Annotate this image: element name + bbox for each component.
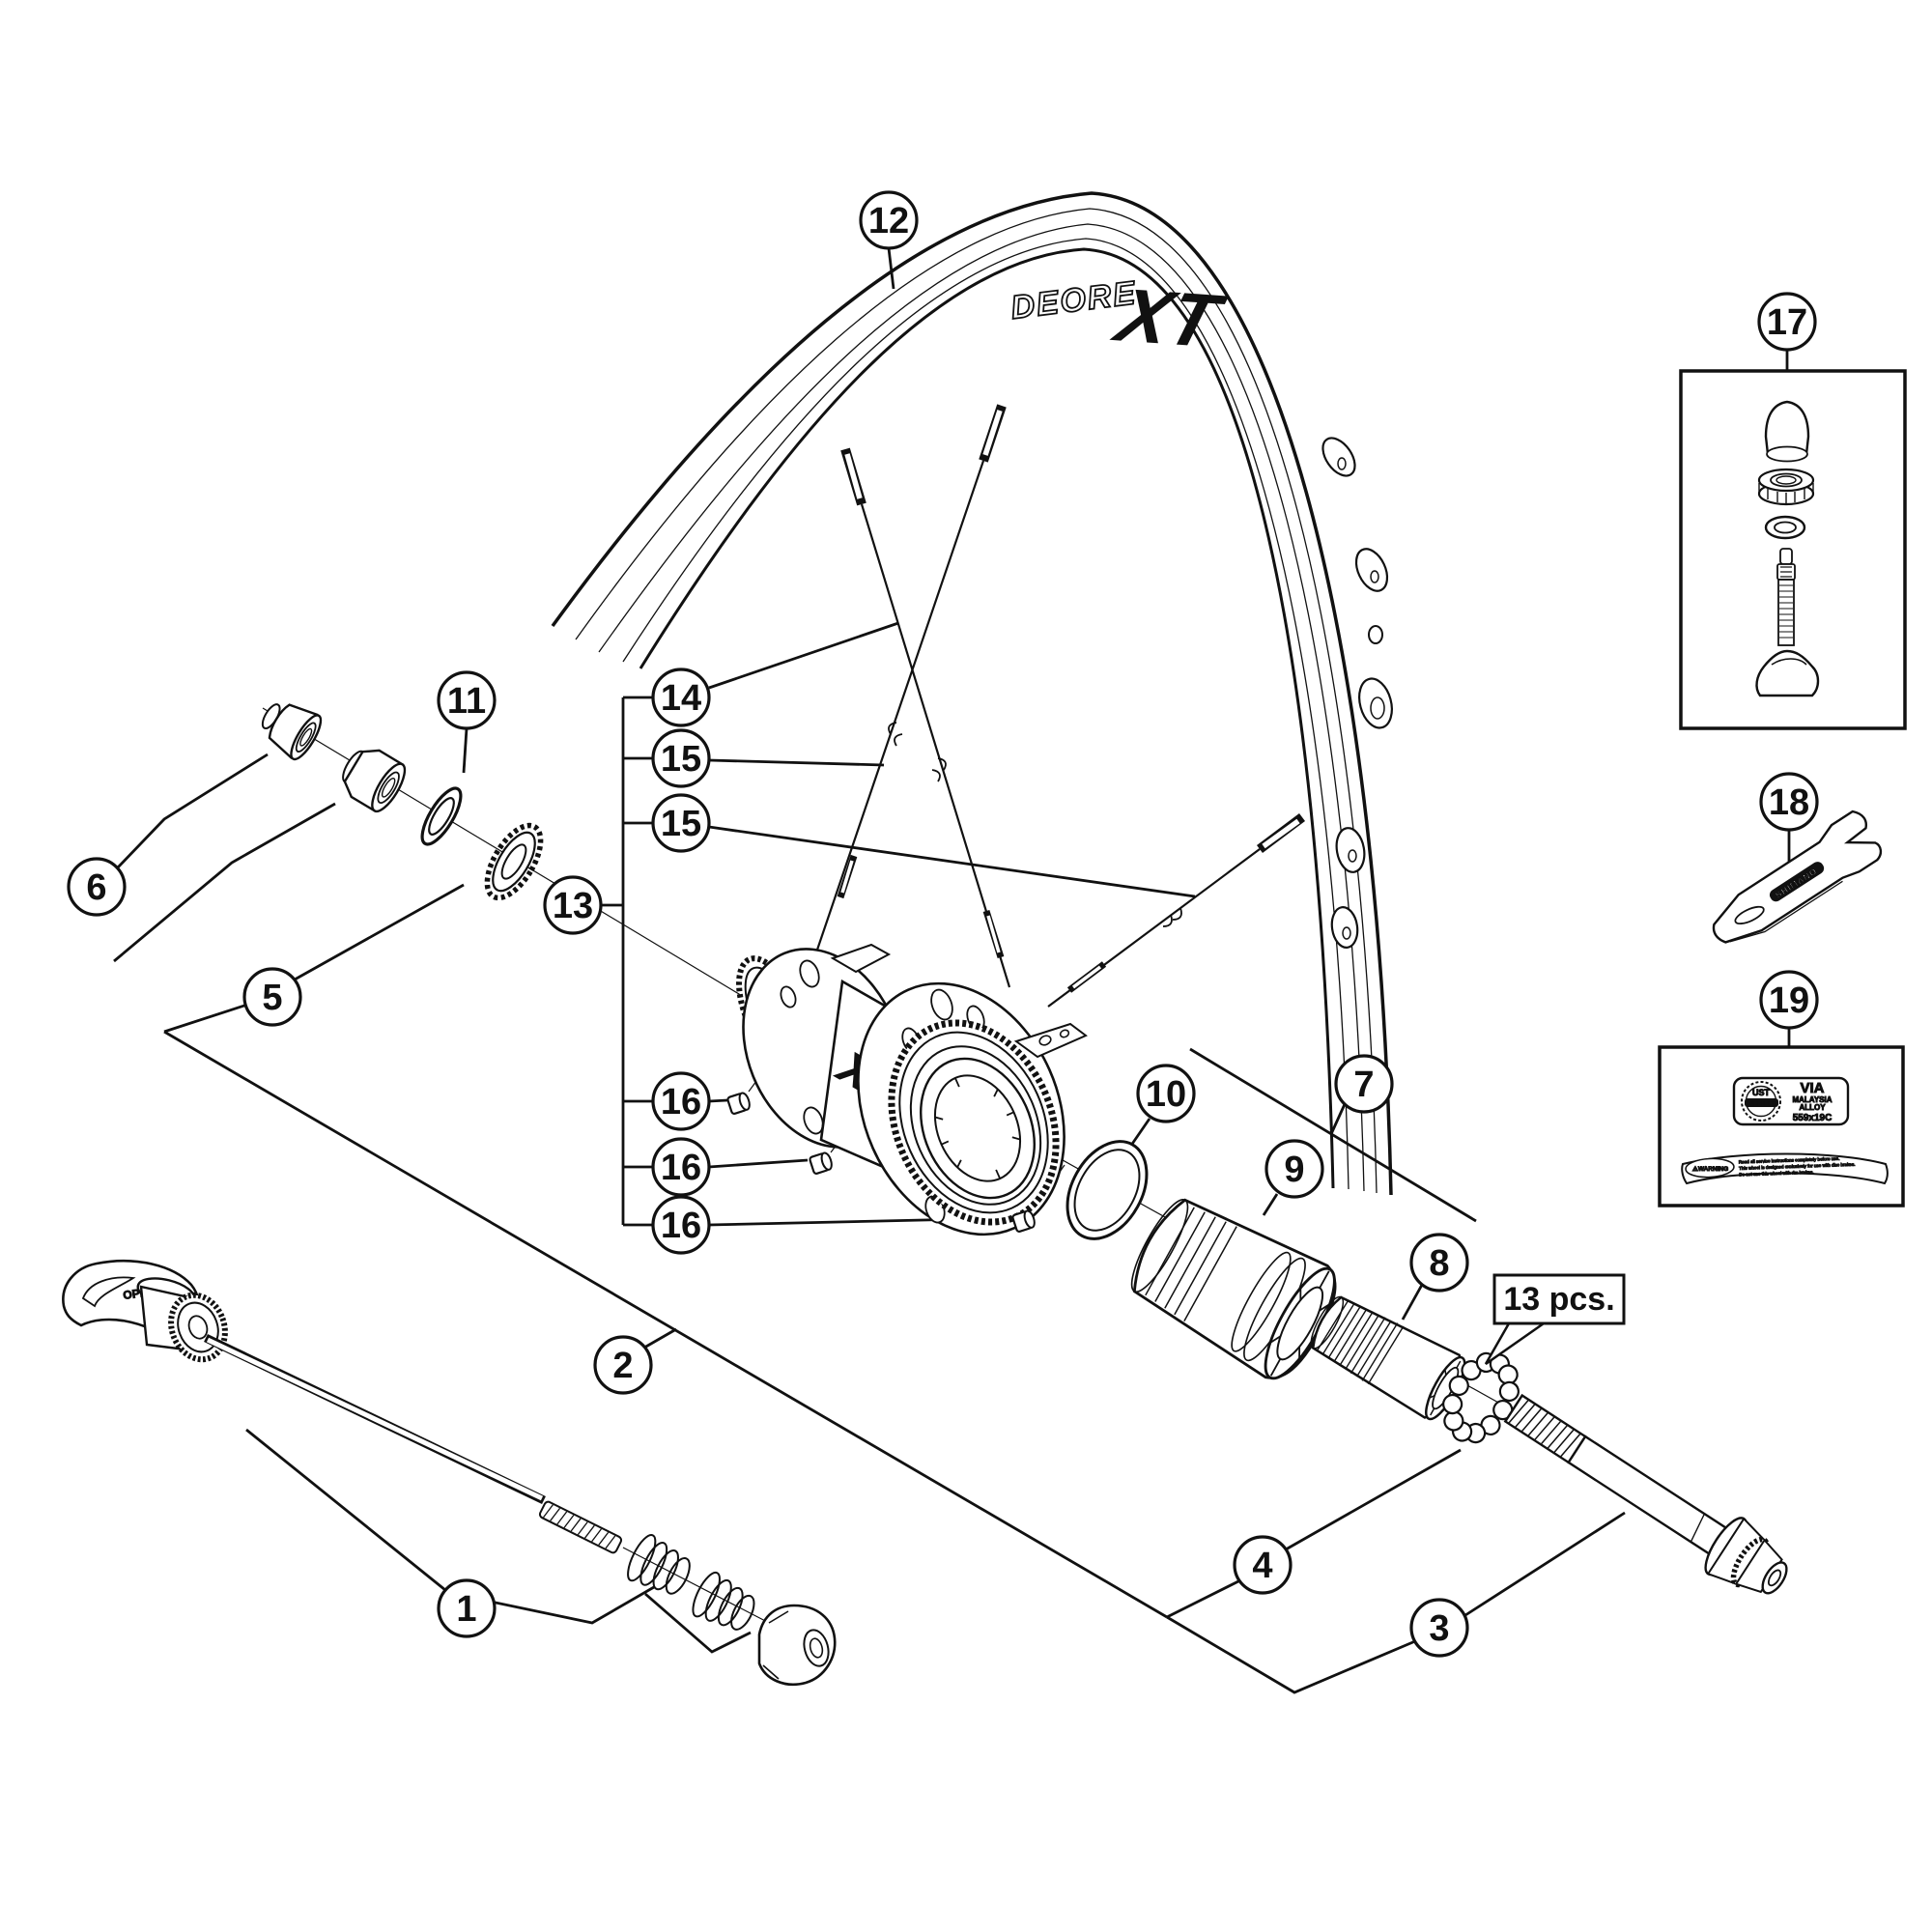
rim-spoke-eyelets: [1321, 437, 1393, 949]
warning-title: ⚠WARNING: [1692, 1165, 1728, 1173]
callout-1: 1: [437, 1578, 497, 1638]
callout-8-label: 8: [1429, 1243, 1449, 1284]
freehub-body: [1130, 1198, 1337, 1380]
callout-1-label: 1: [456, 1589, 476, 1630]
callout-15b: 15: [651, 793, 711, 853]
ust-sticker: UST TUBELESS VIA MALAYSIA ALLOY 559x19C: [1732, 1076, 1850, 1126]
hub-plug-16c: [1011, 1209, 1036, 1233]
callout-16b: 16: [651, 1137, 711, 1197]
callout-5-label: 5: [262, 978, 282, 1018]
callout-16c-label: 16: [661, 1206, 701, 1246]
callout-14-label: 14: [661, 678, 701, 719]
callout-13-label: 13: [553, 886, 593, 926]
cone: [342, 749, 407, 813]
callout-4-label: 4: [1252, 1546, 1272, 1586]
callout-16c: 16: [651, 1195, 711, 1255]
callout-13: 13: [543, 875, 603, 935]
bearing-retainer: [484, 822, 544, 901]
callout-6-label: 6: [86, 867, 106, 908]
pcs-note: 13 pcs.: [1484, 1273, 1626, 1366]
rim-arc: DEORE XT: [551, 191, 1393, 1196]
sticker-material: ALLOY: [1799, 1103, 1826, 1112]
dust-seal: [420, 786, 463, 846]
callout-7: 7: [1334, 1054, 1394, 1114]
valve-box: [1679, 369, 1907, 730]
ball-bearing-ring: [1442, 1351, 1520, 1444]
callout-17: 17: [1757, 292, 1817, 352]
sticker-size: 559x19C: [1793, 1113, 1833, 1123]
callout-12: 12: [859, 190, 919, 250]
callout-8: 8: [1409, 1233, 1469, 1293]
ust-logo-top: UST: [1752, 1088, 1771, 1097]
callout-2-label: 2: [612, 1346, 633, 1386]
hub-assembly: DEORE XT: [726, 943, 1088, 1236]
callout-6: 6: [67, 857, 127, 917]
callout-15b-label: 15: [661, 804, 701, 844]
sticker-box: UST TUBELESS VIA MALAYSIA ALLOY 559x19C …: [1658, 1045, 1905, 1208]
callout-9-label: 9: [1284, 1150, 1304, 1190]
callout-16a: 16: [651, 1071, 711, 1131]
sticker-via: VIA: [1800, 1080, 1824, 1096]
valve-stem: [1755, 548, 1820, 697]
callout-7-label: 7: [1353, 1065, 1374, 1105]
spoke-b: [811, 404, 1007, 962]
callout-19-label: 19: [1769, 980, 1809, 1021]
freehub-spacer: [1310, 1295, 1466, 1421]
warning-line-3: Do not use this wheel with rim brakes.: [1739, 1170, 1814, 1178]
hub-right-flange: [857, 981, 1088, 1236]
hub-axle: [1503, 1393, 1788, 1595]
callout-11-label: 11: [447, 681, 486, 722]
hub-plug-16b: [809, 1151, 833, 1175]
qr-spring-2: [692, 1571, 755, 1631]
callout-3-label: 3: [1429, 1608, 1449, 1649]
warning-line-1: Read all service instructions completely…: [1739, 1156, 1840, 1165]
seal-o-ring: [1065, 1140, 1149, 1240]
callout-18-label: 18: [1769, 782, 1809, 823]
callout-9: 9: [1264, 1139, 1324, 1199]
callouts: 1 2 3 4 5 6 7 8 9 10 11 12 13 14 15 15 1…: [67, 190, 1819, 1658]
pcs-note-label: 13 pcs.: [1503, 1281, 1614, 1318]
callout-10: 10: [1136, 1064, 1196, 1123]
callout-16b-label: 16: [661, 1148, 701, 1188]
quick-release-unit: OPEN: [62, 1260, 837, 1686]
callout-17-label: 17: [1767, 302, 1807, 343]
sticker-country: MALAYSIA: [1792, 1095, 1832, 1104]
valve-o-ring: [1764, 515, 1806, 540]
warning-line-2: This wheel is designed exclusively for u…: [1739, 1162, 1856, 1171]
callout-14: 14: [651, 668, 711, 727]
qr-end-nut: [757, 1604, 837, 1686]
callout-2: 2: [593, 1335, 653, 1395]
ust-logo-bottom: TUBELESS: [1747, 1102, 1776, 1108]
callout-15a-label: 15: [661, 739, 701, 780]
callout-12-label: 12: [868, 201, 909, 242]
spoke-c: [1047, 813, 1305, 1008]
valve-lock-ring: [1757, 468, 1815, 506]
hub-plug-16a: [726, 1092, 751, 1115]
qr-skewer-rod: [204, 1333, 623, 1554]
lock-nut: [261, 703, 323, 761]
spoke-a: [840, 447, 1011, 988]
rim-logo: DEORE XT: [1008, 273, 1233, 363]
callout-18: 18: [1759, 772, 1819, 832]
callout-11: 11: [437, 670, 497, 730]
valve-cap: [1764, 400, 1810, 463]
callout-5: 5: [242, 967, 302, 1027]
callout-16a-label: 16: [661, 1082, 701, 1122]
drive-side-parts: [1065, 1140, 1788, 1595]
leader-lines: [113, 247, 1791, 1694]
qr-spring-1: [627, 1534, 691, 1595]
left-axle-parts: [261, 703, 544, 901]
spoke-wrench: SHIMANO: [1712, 810, 1883, 944]
callout-15a: 15: [651, 728, 711, 788]
callout-4: 4: [1233, 1535, 1293, 1595]
callout-3: 3: [1409, 1598, 1469, 1658]
callout-19: 19: [1759, 970, 1819, 1030]
spokes: [811, 404, 1305, 1008]
callout-10-label: 10: [1146, 1074, 1186, 1115]
warning-sticker: ⚠WARNING Read all service instructions c…: [1681, 1152, 1889, 1185]
